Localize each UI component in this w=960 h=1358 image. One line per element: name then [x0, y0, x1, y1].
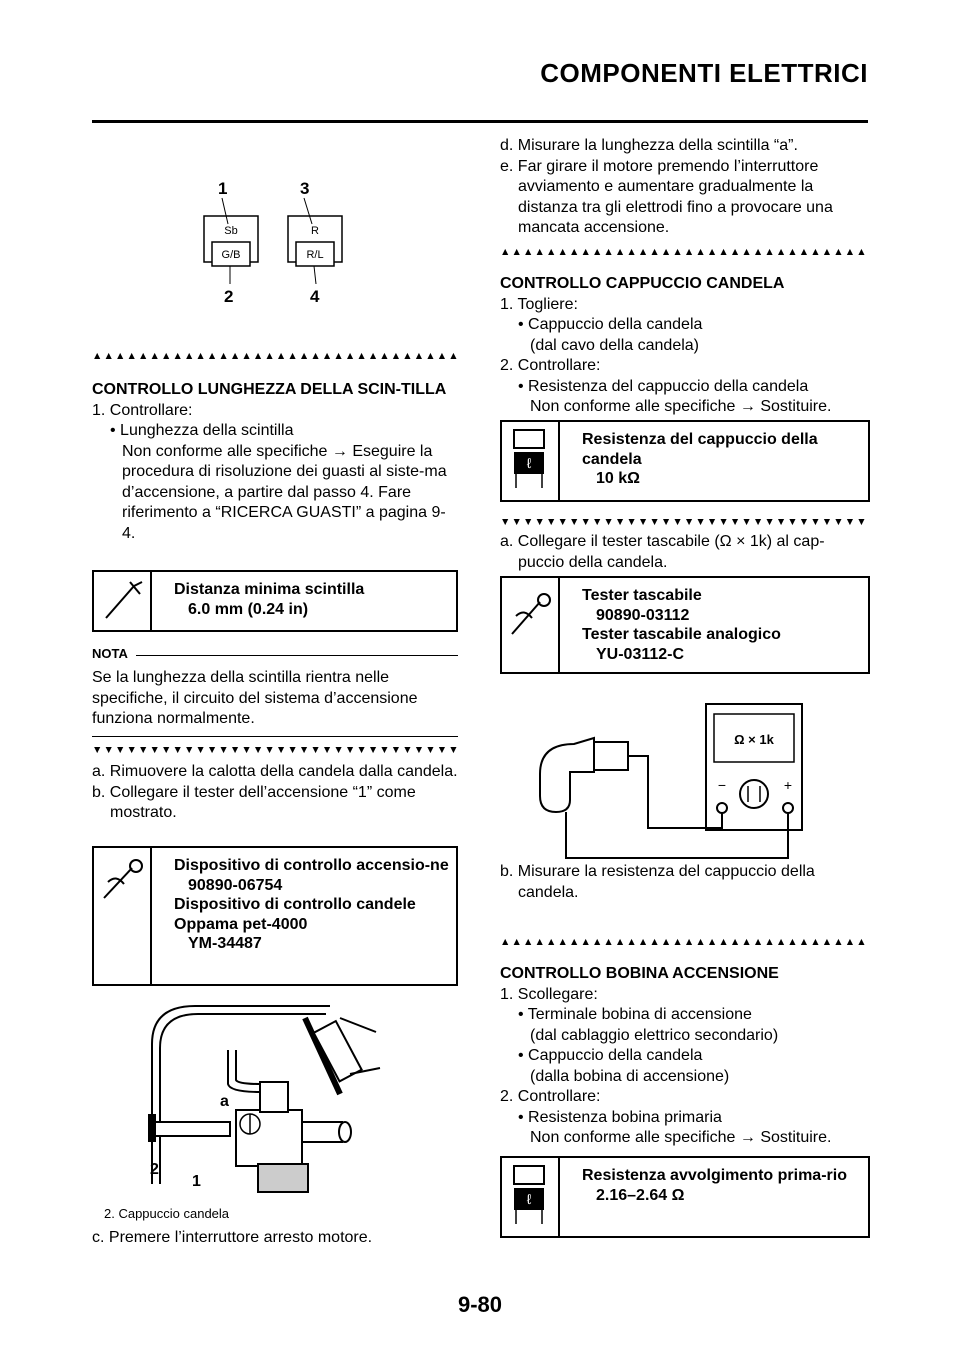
- step-1-item: • Lunghezza della scintilla: [110, 422, 294, 439]
- triangle-separator-icon: ▼▼▼▼▼▼▼▼▼▼▼▼▼▼▼▼▼▼▼▼▼▼▼▼▼▼▼▼▼▼▼▼▼▼: [500, 516, 870, 528]
- s2-step-1: 1. Togliere:: [500, 295, 578, 313]
- step-1-text: Non conforme alle specifiche → Eseguire …: [122, 442, 447, 542]
- spec-box-primary-coil: ℓ Resistenza avvolgimento prima-rio 2.16…: [500, 1156, 870, 1238]
- nota-text: Se la lunghezza della scintilla rientra …: [92, 669, 418, 727]
- triangle-separator-icon: ▲▲▲▲▲▲▲▲▲▲▲▲▲▲▲▲▲▲▲▲▲▲▲▲▲▲▲▲▲▲▲▲▲▲: [92, 350, 458, 362]
- page-title: COMPONENTI ELETTRICI: [540, 58, 868, 88]
- callout-1: 1: [218, 179, 227, 198]
- fig-callout-1: 1: [192, 1173, 201, 1190]
- sub-step-a: a. Rimuovere la calotta della candela da…: [92, 763, 458, 780]
- multimeter-icon: ℓ: [513, 429, 545, 488]
- triangle-separator-icon: ▲▲▲▲▲▲▲▲▲▲▲▲▲▲▲▲▲▲▲▲▲▲▲▲▲▲▲▲▲▲▲▲▲▲: [500, 936, 870, 948]
- spec-value: 2.16–2.64 Ω: [596, 1186, 685, 1204]
- s3-step-2: 2. Controllare:: [500, 1088, 601, 1105]
- spark-tester-illustration: a 2 1: [148, 1005, 381, 1193]
- spec-value: 6.0 mm (0.24 in): [188, 600, 309, 618]
- step-1: 1. Controllare:: [92, 401, 193, 419]
- spec-box-cap-resistance: ℓ Resistenza del cappuccio della candela…: [500, 420, 870, 502]
- multimeter-icon: ℓ: [513, 1165, 545, 1224]
- nota-label: NOTA: [92, 646, 128, 661]
- s3-item-1b: (dal cablaggio elettrico secondario): [530, 1026, 779, 1044]
- s2-item-1b: (dal cavo della candela): [530, 336, 699, 354]
- sub-step-c: c. Premere l’interruttore arresto motore…: [92, 1229, 373, 1246]
- spec-line-2: 90890-06754: [188, 876, 283, 894]
- triangle-separator-icon: ▼▼▼▼▼▼▼▼▼▼▼▼▼▼▼▼▼▼▼▼▼▼▼▼▼▼▼▼▼▼▼▼▼▼: [92, 744, 458, 756]
- multimeter-cap-illustration: Ω × 1k − +: [539, 703, 803, 859]
- spec-box-spark-gap: Distanza minima scintilla 6.0 mm (0.24 i…: [92, 570, 458, 632]
- s3-item-1: • Terminale bobina di accensione: [518, 1006, 752, 1023]
- wire-r: R: [311, 225, 319, 237]
- spec-line-1: Tester tascabile: [582, 587, 702, 604]
- s2-item-1: • Cappuccio della candela: [518, 316, 703, 333]
- tester-icon: [103, 859, 143, 899]
- spec-line-3: Dispositivo di controllo candele Oppama …: [174, 896, 416, 933]
- spec-box-ignition-tester: Dispositivo di controllo accensio-ne 908…: [92, 846, 458, 986]
- wire-sb: Sb: [224, 225, 237, 237]
- s2-item-2b: Non conforme alle specifiche → Sostituir…: [530, 398, 832, 415]
- svg-text:ℓ: ℓ: [527, 1191, 532, 1207]
- caliper-icon: [105, 581, 143, 619]
- meter-range-label: Ω × 1k: [734, 732, 774, 747]
- callout-4: 4: [310, 287, 320, 306]
- fig-callout-a: a: [220, 1093, 229, 1110]
- wire-rl: R/L: [306, 249, 323, 261]
- spec-line-4: YU-03112-C: [596, 645, 685, 663]
- section-title-spark-length: CONTROLLO LUNGHEZZA DELLA SCIN-TILLA: [92, 381, 447, 398]
- section-title-ignition-coil: CONTROLLO BOBINA ACCENSIONE: [500, 965, 779, 982]
- callout-3: 3: [300, 179, 309, 198]
- connector-diagram: 1 3 Sb G/B R R/L 2 4: [203, 179, 343, 306]
- sub-step-b2: b. Misurare la resistenza del cappuccio …: [500, 863, 815, 901]
- fig-callout-2: 2: [150, 1161, 159, 1178]
- page-number: 9-80: [457, 1292, 503, 1317]
- wire-gb: G/B: [222, 249, 241, 261]
- s3-item-3: • Resistenza bobina primaria: [518, 1108, 722, 1126]
- s3-item-3b: Non conforme alle specifiche → Sostituir…: [530, 1129, 832, 1146]
- svg-text:ℓ: ℓ: [527, 455, 532, 471]
- tester-icon: [511, 593, 551, 635]
- spec-value: 10 kΩ: [596, 470, 640, 487]
- s3-item-2b: (dalla bobina di accensione): [530, 1067, 730, 1085]
- meter-plus: +: [784, 777, 792, 793]
- callout-2: 2: [224, 287, 233, 306]
- spec-line-1: Dispositivo di controllo accensio-ne: [174, 857, 449, 874]
- sub-step-a2: a. Collegare il tester tascabile (Ω × 1k…: [500, 533, 825, 571]
- sub-step-d: d. Misurare la lunghezza della scintilla…: [500, 137, 798, 154]
- spec-label: Resistenza avvolgimento prima-rio: [582, 1167, 847, 1184]
- s2-step-2: 2. Controllare:: [500, 357, 601, 374]
- spec-line-3: Tester tascabile analogico: [582, 626, 781, 643]
- sub-step-e: e. Far girare il motore premendo l’inter…: [500, 157, 833, 237]
- header-rule: [92, 120, 868, 123]
- triangle-separator-icon: ▲▲▲▲▲▲▲▲▲▲▲▲▲▲▲▲▲▲▲▲▲▲▲▲▲▲▲▲▲▲▲▲▲▲: [500, 246, 870, 258]
- sub-step-b: b. Collegare il tester dell’accensione “…: [92, 783, 416, 822]
- s2-item-2: • Resistenza del cappuccio della candela: [518, 377, 809, 395]
- figure-caption: 2. Cappuccio candela: [104, 1206, 230, 1221]
- spec-line-4: YM-34487: [188, 935, 262, 952]
- s3-step-1: 1. Scollegare:: [500, 985, 598, 1003]
- spec-box-pocket-tester: Tester tascabile 90890-03112 Tester tasc…: [500, 576, 870, 674]
- meter-minus: −: [718, 777, 726, 793]
- spec-line-2: 90890-03112: [596, 606, 690, 624]
- spec-label: Resistenza del cappuccio della candela: [582, 431, 818, 468]
- section-title-spark-cap: CONTROLLO CAPPUCCIO CANDELA: [500, 275, 785, 292]
- spec-label: Distanza minima scintilla: [174, 581, 365, 598]
- s3-item-2: • Cappuccio della candela: [518, 1047, 703, 1064]
